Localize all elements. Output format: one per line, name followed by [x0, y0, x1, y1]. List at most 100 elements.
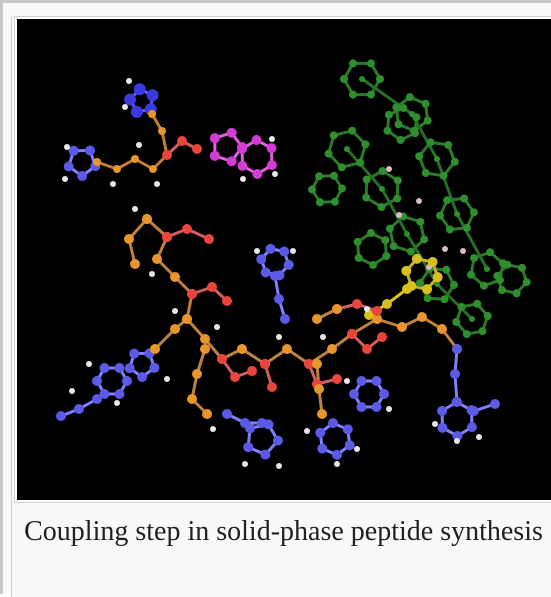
atom [385, 111, 393, 119]
atom [363, 176, 371, 184]
atom [192, 369, 202, 379]
atom [386, 406, 392, 412]
atom [390, 242, 398, 250]
atom [222, 296, 232, 306]
atom [177, 136, 187, 146]
atom [424, 117, 432, 125]
atom [334, 461, 340, 467]
atom [473, 300, 481, 308]
atom [357, 376, 367, 386]
atom [222, 409, 232, 419]
atom [367, 229, 375, 237]
atom [315, 172, 323, 180]
atom [379, 389, 389, 399]
atom [460, 195, 468, 203]
atom [129, 349, 139, 359]
atom [237, 144, 247, 154]
atom [207, 282, 217, 292]
atom [266, 244, 276, 254]
atom [149, 363, 159, 373]
atom [393, 194, 401, 202]
atom [480, 282, 488, 290]
atom [227, 156, 237, 166]
atom [364, 306, 370, 312]
atom [417, 312, 427, 322]
atom [115, 389, 125, 399]
atom [240, 418, 250, 428]
atom [240, 176, 246, 182]
atom [282, 344, 292, 354]
atom [460, 248, 466, 254]
atom [452, 397, 462, 407]
molecule-illustration [17, 19, 551, 500]
atom [437, 423, 447, 433]
atom [422, 284, 432, 294]
atom [257, 418, 267, 428]
atom [158, 127, 166, 135]
atom [317, 444, 327, 454]
atom [308, 186, 316, 194]
atom [132, 206, 138, 212]
atom [122, 376, 132, 386]
atom [182, 314, 192, 324]
atom [355, 254, 363, 262]
atom [434, 156, 440, 162]
atom [247, 366, 257, 376]
atom [451, 158, 459, 166]
atom [372, 306, 382, 316]
atom [428, 257, 438, 267]
atom [352, 299, 362, 309]
atom [92, 394, 102, 404]
atom [349, 389, 359, 399]
atom [92, 376, 102, 386]
atom [316, 198, 324, 206]
atom [452, 344, 462, 354]
molecule-image[interactable] [17, 19, 551, 500]
atom [187, 289, 197, 299]
atom [114, 400, 120, 406]
atom [260, 359, 270, 369]
atom [486, 248, 494, 256]
atom [312, 359, 322, 369]
atom [77, 171, 87, 181]
atom [338, 184, 346, 192]
atom [469, 406, 479, 416]
atom [62, 176, 68, 182]
atom [261, 267, 271, 277]
atom [440, 172, 448, 180]
atom [396, 212, 402, 218]
atom [478, 327, 486, 335]
atom [279, 247, 289, 257]
atom [142, 214, 152, 224]
atom [446, 225, 454, 233]
atom [320, 334, 326, 340]
atom [312, 314, 322, 324]
atom [349, 59, 357, 67]
atom [130, 259, 140, 269]
atom [484, 312, 492, 320]
atom [314, 384, 324, 394]
atom [362, 194, 370, 202]
atom [372, 402, 382, 412]
atom [523, 278, 531, 286]
atom [182, 224, 192, 234]
atom [458, 303, 466, 311]
atom [172, 308, 178, 314]
atom [493, 272, 501, 280]
atom [348, 127, 356, 135]
atom [86, 361, 92, 367]
atom [267, 382, 277, 392]
atom [274, 294, 284, 304]
atom [214, 324, 220, 330]
atom [407, 248, 415, 256]
atom [131, 106, 143, 118]
atom [442, 266, 450, 274]
atom [125, 363, 135, 373]
atom [327, 344, 337, 354]
atom [377, 332, 387, 342]
atom [392, 103, 400, 111]
atom [276, 463, 282, 469]
atom [349, 91, 357, 99]
atom [424, 294, 432, 302]
